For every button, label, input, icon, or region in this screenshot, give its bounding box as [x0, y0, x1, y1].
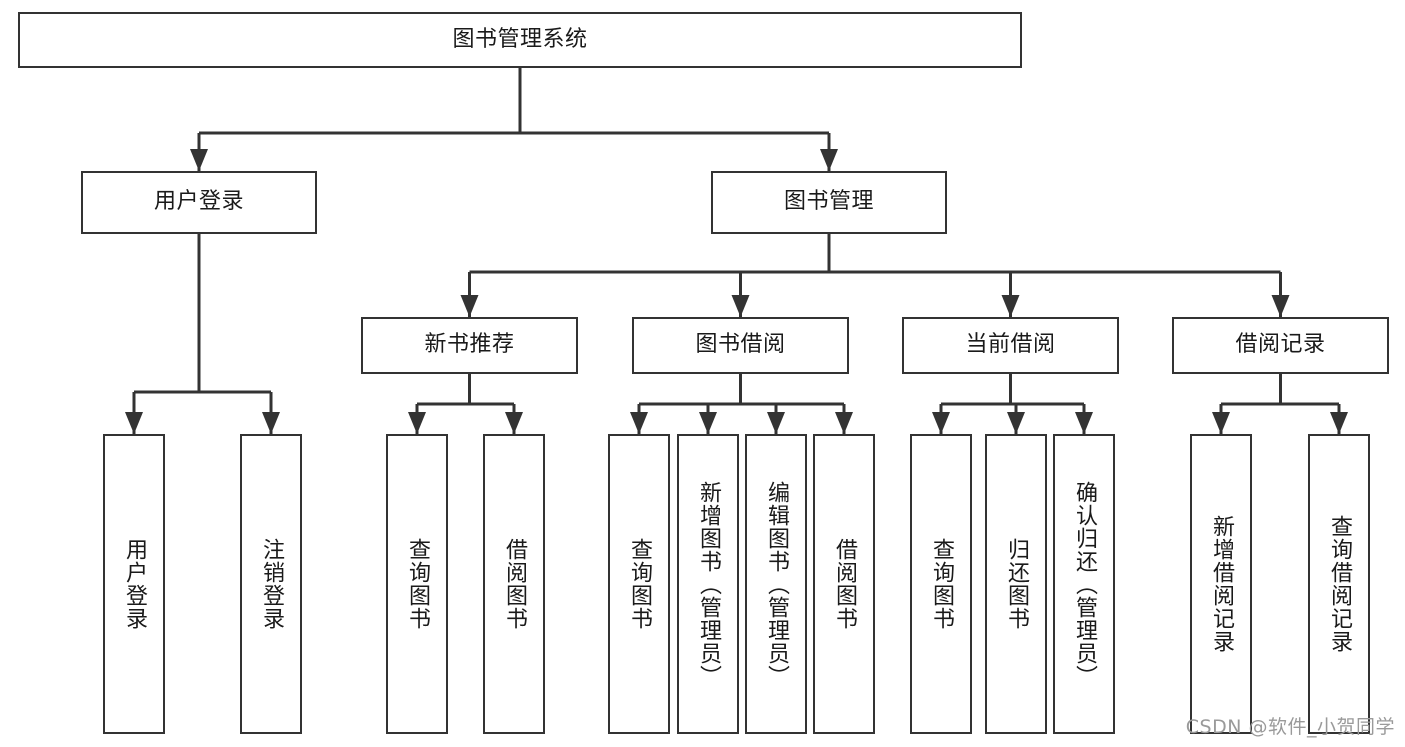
node-book-borrow-label: 图书借阅: [695, 332, 786, 358]
node-leaf-add-book-admin-label: 新增图书（管理员）: [695, 480, 721, 688]
node-leaf-edit-book-admin-label: 编辑图书（管理员）: [763, 480, 789, 688]
node-book-management[interactable]: 图书管理: [711, 171, 947, 234]
node-leaf-query-book-recommend[interactable]: 查询图书: [386, 434, 448, 734]
node-leaf-query-borrow-record-label: 查询借阅记录: [1326, 515, 1352, 653]
node-leaf-return-book-label: 归还图书: [1003, 538, 1029, 630]
node-leaf-add-borrow-record[interactable]: 新增借阅记录: [1190, 434, 1252, 734]
node-leaf-logout[interactable]: 注销登录: [240, 434, 302, 734]
node-leaf-user-login[interactable]: 用户登录: [103, 434, 165, 734]
node-leaf-logout-label: 注销登录: [258, 538, 284, 630]
watermark: CSDN @软件_小贺同学: [1185, 716, 1395, 738]
node-leaf-query-book-recommend-label: 查询图书: [404, 538, 430, 630]
node-user-login[interactable]: 用户登录: [81, 171, 317, 234]
node-leaf-query-book-current[interactable]: 查询图书: [910, 434, 972, 734]
node-leaf-borrow-book[interactable]: 借阅图书: [813, 434, 875, 734]
node-leaf-query-book-current-label: 查询图书: [928, 538, 954, 630]
node-user-login-label: 用户登录: [153, 189, 244, 215]
node-current-borrow[interactable]: 当前借阅: [902, 317, 1119, 374]
node-leaf-borrow-book-recommend[interactable]: 借阅图书: [483, 434, 545, 734]
node-book-management-label: 图书管理: [783, 189, 874, 215]
node-new-book-recommend[interactable]: 新书推荐: [361, 317, 578, 374]
node-leaf-borrow-book-recommend-label: 借阅图书: [501, 538, 527, 630]
node-leaf-confirm-return-admin-label: 确认归还（管理员）: [1071, 480, 1097, 688]
node-borrow-record[interactable]: 借阅记录: [1172, 317, 1389, 374]
node-leaf-add-book-admin[interactable]: 新增图书（管理员）: [677, 434, 739, 734]
node-leaf-edit-book-admin[interactable]: 编辑图书（管理员）: [745, 434, 807, 734]
node-leaf-return-book[interactable]: 归还图书: [985, 434, 1047, 734]
node-leaf-confirm-return-admin[interactable]: 确认归还（管理员）: [1053, 434, 1115, 734]
node-leaf-query-book[interactable]: 查询图书: [608, 434, 670, 734]
node-leaf-query-borrow-record[interactable]: 查询借阅记录: [1308, 434, 1370, 734]
node-leaf-borrow-book-label: 借阅图书: [831, 538, 857, 630]
node-current-borrow-label: 当前借阅: [965, 332, 1056, 358]
node-borrow-record-label: 借阅记录: [1235, 332, 1326, 358]
node-root-label: 图书管理系统: [452, 26, 588, 52]
node-leaf-user-login-label: 用户登录: [121, 538, 147, 630]
node-leaf-query-book-label: 查询图书: [626, 538, 652, 630]
node-leaf-add-borrow-record-label: 新增借阅记录: [1208, 515, 1234, 653]
node-new-book-recommend-label: 新书推荐: [424, 332, 515, 358]
node-root[interactable]: 图书管理系统: [18, 12, 1022, 68]
node-book-borrow[interactable]: 图书借阅: [632, 317, 849, 374]
